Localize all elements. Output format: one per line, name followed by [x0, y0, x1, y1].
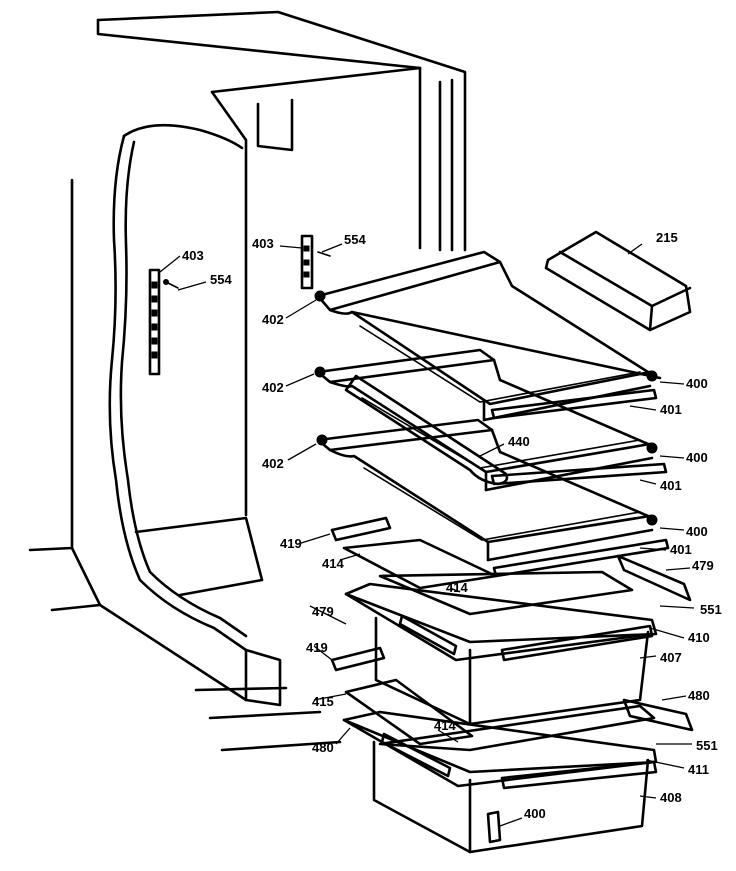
- label-400-top: 400: [686, 376, 708, 391]
- label-419-lower: 419: [306, 640, 328, 655]
- label-408: 408: [660, 790, 682, 805]
- leader-lines: [159, 243, 695, 827]
- label-414-left: 414: [322, 556, 344, 571]
- label-479-right: 479: [692, 558, 714, 573]
- crisper-slide-rails: [330, 516, 694, 732]
- label-551-lower: 551: [696, 738, 718, 753]
- label-410: 410: [688, 630, 710, 645]
- label-480-right: 480: [688, 688, 710, 703]
- shelf-middle: [316, 348, 658, 492]
- label-403-left: 403: [182, 248, 204, 263]
- label-411: 411: [688, 762, 709, 777]
- label-554-right: 554: [344, 232, 366, 247]
- cutaway-liner: [108, 123, 248, 652]
- label-419-upper: 419: [280, 536, 302, 551]
- label-403-right: 403: [252, 236, 274, 251]
- label-414-center: 414: [446, 580, 468, 595]
- label-401-top: 401: [660, 402, 682, 417]
- label-415: 415: [312, 694, 334, 709]
- shelf-top: [316, 250, 662, 422]
- label-400-pan: 400: [524, 806, 546, 821]
- label-215: 215: [656, 230, 678, 245]
- shelf-support-bracket-left: [148, 268, 179, 376]
- label-402-lower: 402: [262, 456, 284, 471]
- shelf-support-bracket-right: [300, 234, 331, 290]
- shelf-lower: [316, 418, 658, 562]
- dairy-bin: [544, 230, 692, 332]
- label-400-middle: 400: [686, 450, 708, 465]
- crisper-cover-glass: [342, 538, 634, 616]
- crisper-pan-lower: [342, 704, 658, 854]
- label-407: 407: [660, 650, 682, 665]
- cabinet: [28, 10, 467, 752]
- label-402-middle: 402: [262, 380, 284, 395]
- crisper-cover-lower: [344, 678, 474, 746]
- label-554-left: 554: [210, 272, 232, 287]
- label-414-lower: 414: [434, 718, 456, 733]
- label-400-lower: 400: [686, 524, 708, 539]
- part-labels: 403 554 403 554 215 402 402 402 400 401 …: [182, 230, 722, 821]
- label-402-top: 402: [262, 312, 284, 327]
- label-401-middle: 401: [660, 478, 682, 493]
- label-480-left: 480: [312, 740, 334, 755]
- label-440: 440: [508, 434, 530, 449]
- shelf-rails: [314, 290, 328, 446]
- label-479-left: 479: [312, 604, 334, 619]
- label-401-lower: 401: [670, 542, 692, 557]
- label-551-upper: 551: [700, 602, 722, 617]
- crisper-pan-upper: [344, 582, 658, 726]
